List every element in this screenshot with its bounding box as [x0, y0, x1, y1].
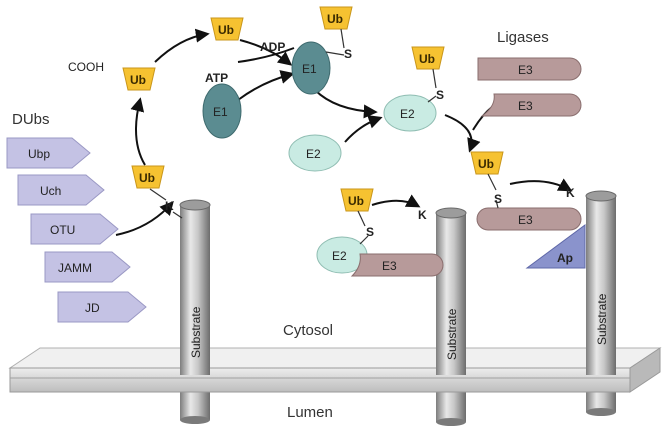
ub-mid-right-label: Ub [478, 157, 494, 171]
dub-uch: Uch [17, 174, 105, 206]
substrate-2: Substrate [435, 207, 467, 375]
cytosol-label: Cytosol [283, 322, 333, 339]
arrow-otu-to-k [115, 200, 174, 236]
e1-free-label: E1 [213, 105, 228, 119]
e3-at-substrate-3: E3 [476, 207, 582, 231]
dub-ubp: Ubp [6, 137, 91, 169]
ub-cooh: Ub [122, 67, 156, 91]
e2-free: E2 [288, 134, 342, 172]
dub-jd-label: JD [85, 301, 100, 315]
ub-on-e1: Ub [319, 6, 353, 30]
dub-otu-label: OTU [50, 223, 75, 237]
arrow-ub-up [130, 97, 146, 166]
e1-charged: E1 [291, 41, 331, 95]
arrow-atp [237, 70, 295, 101]
adaptor-label: Ap [557, 251, 573, 265]
k-label-3: K [566, 186, 575, 200]
ligases-title: Ligases [497, 29, 549, 46]
s-label-e3: S [494, 192, 502, 206]
adp-label: ADP [260, 40, 285, 54]
cooh-label: COOH [68, 60, 104, 74]
arrow-ub-to-k-3 [509, 178, 573, 192]
ub-top: Ub [210, 17, 244, 41]
e3-ligase-1: E3 [477, 57, 582, 81]
e2-at-substrate-label: E2 [332, 249, 347, 263]
dub-jamm: JAMM [44, 251, 131, 283]
dub-jamm-label: JAMM [58, 261, 92, 275]
e3-at-substrate-3-label: E3 [518, 213, 533, 227]
e3-ligase-2: E3 [480, 93, 582, 117]
ub-cooh-label: Ub [130, 73, 146, 87]
substrate-label-2: Substrate [445, 308, 459, 360]
arrow-ub-to-k-2 [371, 194, 421, 208]
atp-label: ATP [205, 71, 228, 85]
arrow-e2-to-ub [444, 114, 481, 153]
e1-charged-label: E1 [302, 62, 317, 76]
e2-charged-label: E2 [400, 107, 415, 121]
e3-at-substrate-2: E3 [350, 253, 444, 277]
arrow-adp [237, 47, 295, 63]
k-label-2: K [418, 208, 427, 222]
ub-on-e1-label: Ub [327, 12, 343, 26]
substrate-label-1: Substrate [189, 306, 203, 358]
substrate-lower-1 [180, 388, 210, 424]
ub-mid-right: Ub [470, 151, 504, 175]
bond-lines [149, 28, 499, 245]
arrow-ub-to-top [154, 28, 210, 63]
e3-ligase-1-label: E3 [518, 63, 533, 77]
ub-on-e2-substrate: Ub [340, 188, 374, 212]
e2-free-label: E2 [306, 147, 321, 161]
membrane [8, 347, 662, 393]
e2-charged: E2 [383, 94, 437, 132]
k-label-1: K [165, 199, 174, 213]
dub-otu: OTU [30, 213, 119, 245]
s-label-e1: S [344, 47, 352, 61]
lumen-label: Lumen [287, 404, 333, 421]
ub-top-label: Ub [218, 23, 234, 37]
arrow-e1-to-e2 [314, 89, 378, 119]
substrate-3: Substrate [585, 190, 617, 375]
arrow-e2-join [344, 115, 383, 143]
s-label-e2: S [436, 88, 444, 102]
dubs-title: DUbs [12, 111, 50, 128]
dub-jd: JD [57, 291, 147, 323]
ub-on-e2-substrate-label: Ub [348, 194, 364, 208]
adaptor-protein: Ap [525, 224, 586, 269]
substrate-label-3: Substrate [595, 293, 609, 345]
ub-on-k-1: Ub [131, 165, 165, 189]
substrate-lower-2 [436, 388, 466, 426]
e1-free: E1 [202, 83, 242, 139]
ub-on-e2-label: Ub [419, 52, 435, 66]
e3-ligase-2-label: E3 [518, 99, 533, 113]
substrate-1: Substrate [179, 199, 211, 375]
ub-on-e2: Ub [411, 46, 445, 70]
s-label-e2-substrate: S [366, 225, 374, 239]
arrow-ub-to-e1 [239, 39, 293, 66]
ub-on-k-1-label: Ub [139, 171, 155, 185]
dub-uch-label: Uch [40, 184, 61, 198]
e3-at-substrate-2-label: E3 [382, 259, 397, 273]
dub-ubp-label: Ubp [28, 147, 50, 161]
